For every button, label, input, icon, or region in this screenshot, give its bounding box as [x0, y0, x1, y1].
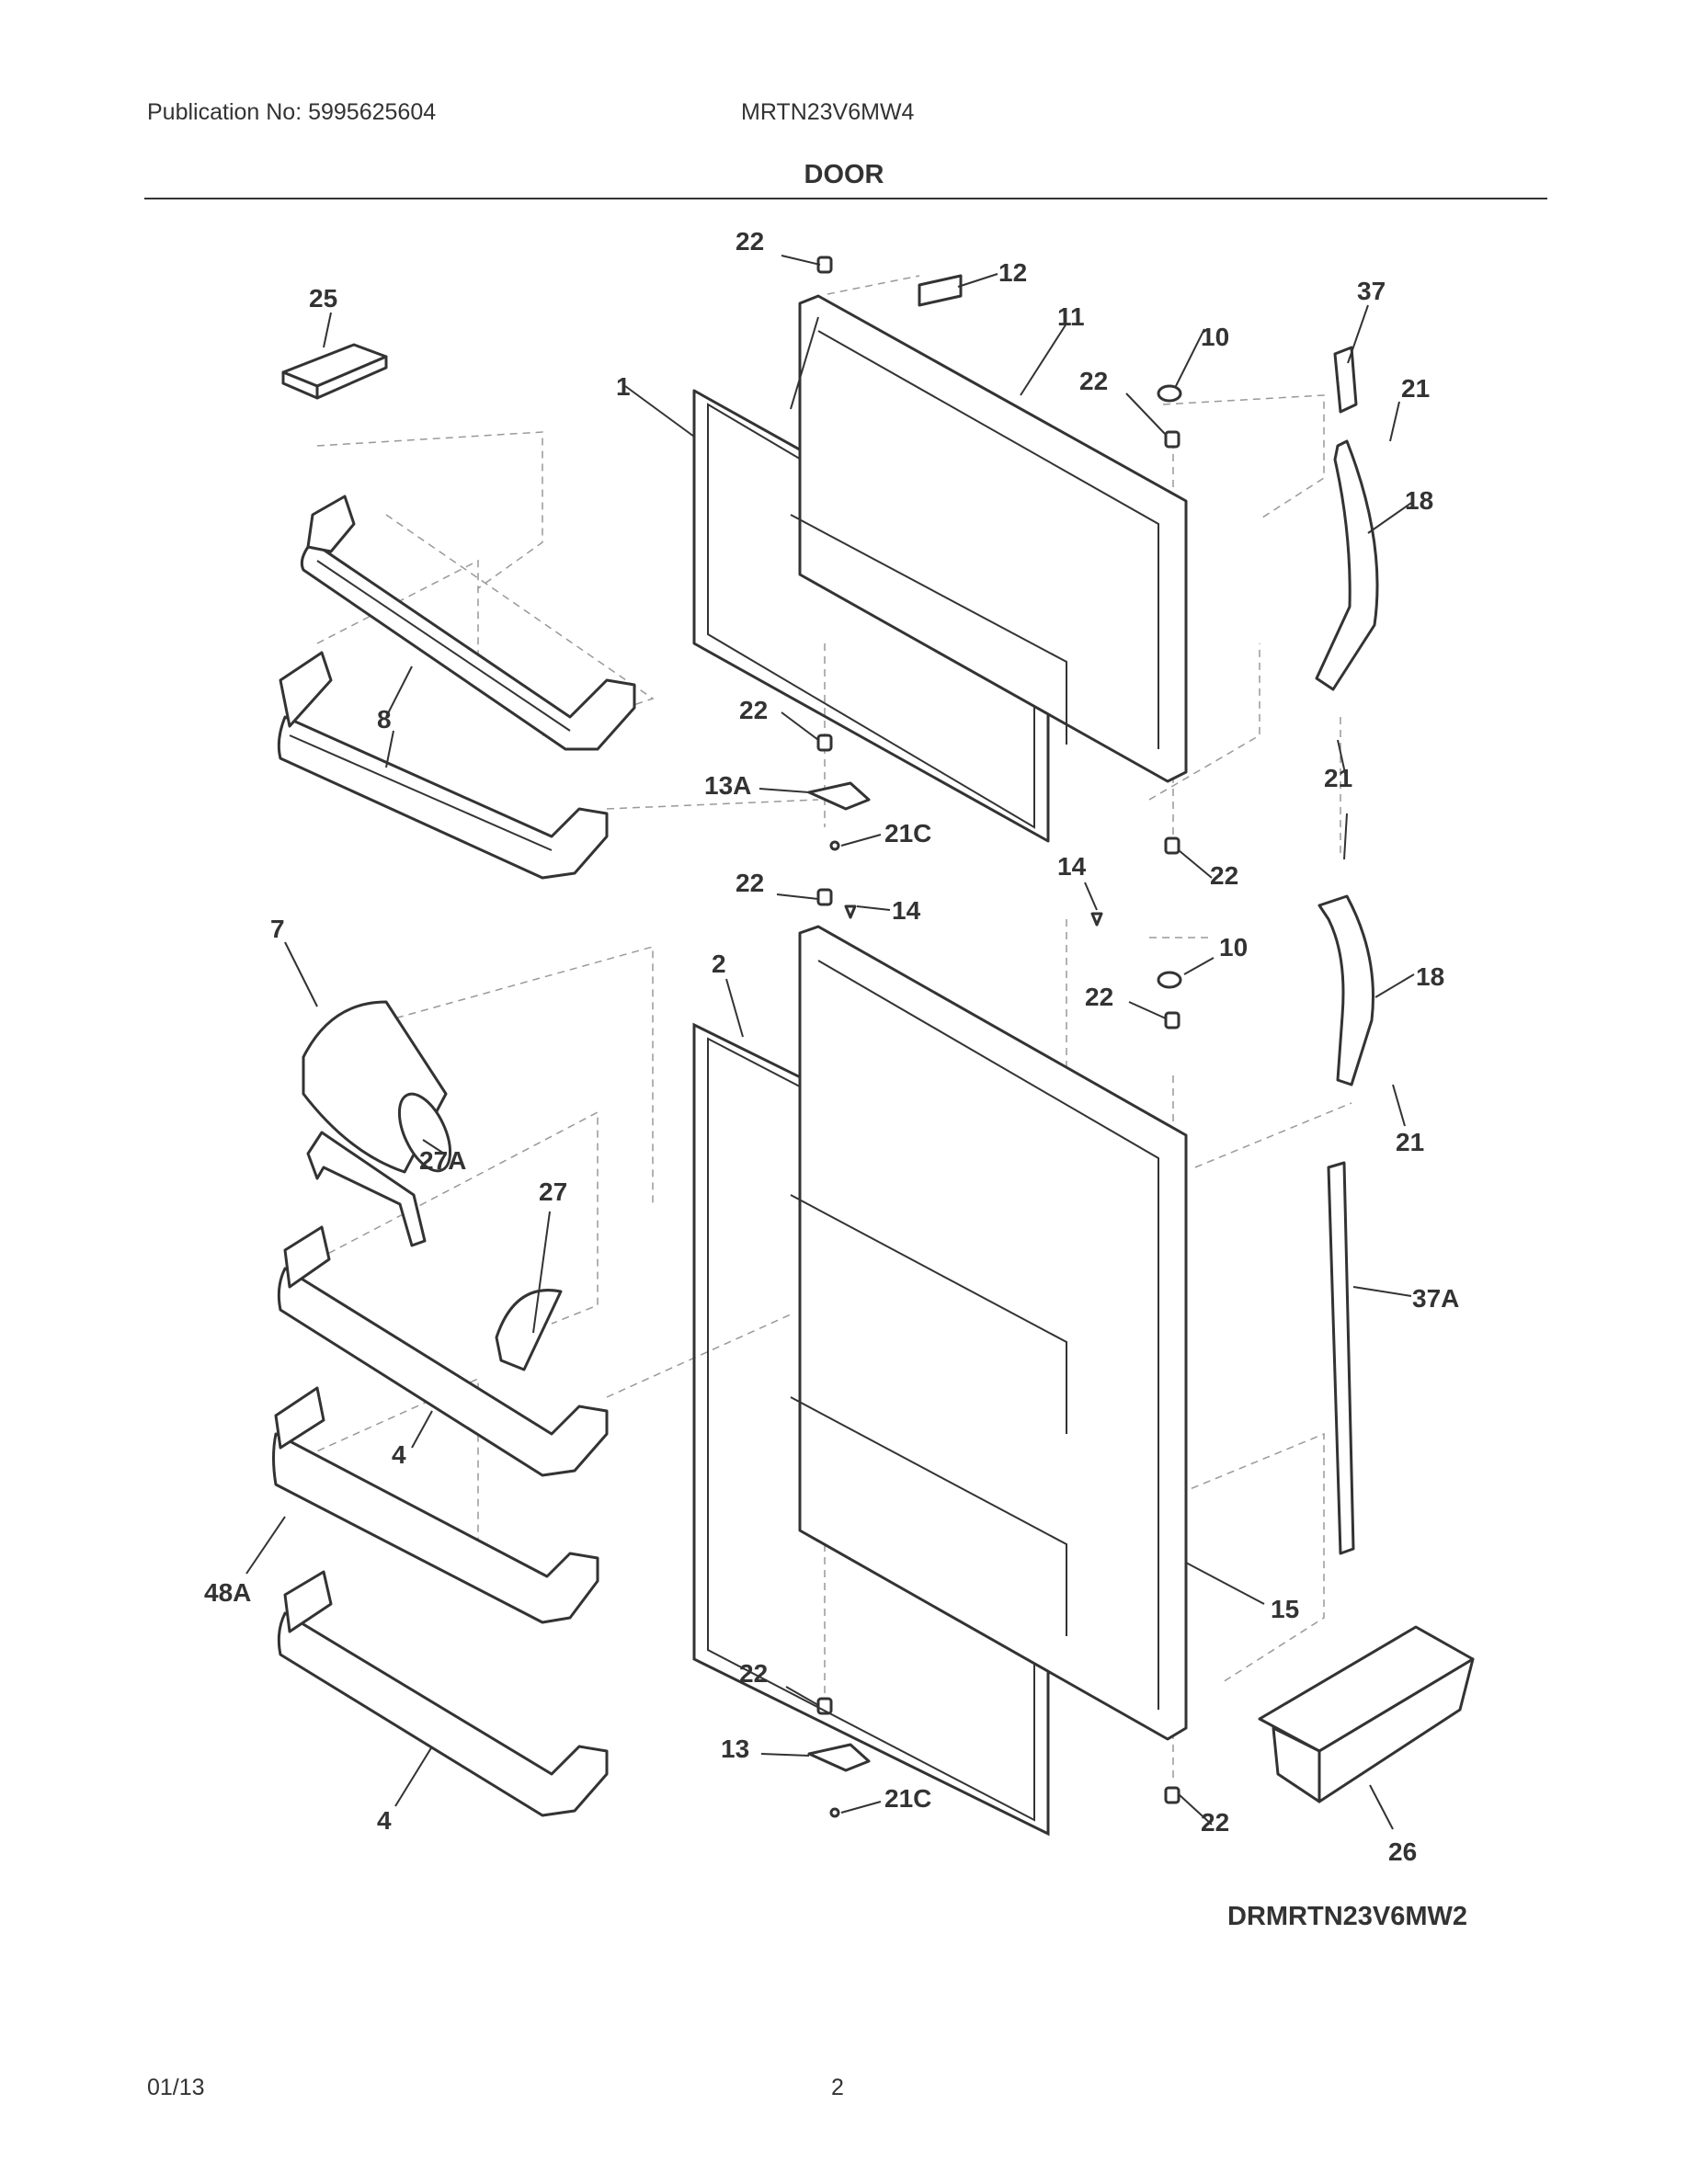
- callout-1: 1: [616, 372, 631, 401]
- callout-14-left: 14: [892, 896, 921, 925]
- part-18-handle-lower: [1317, 894, 1374, 1086]
- part-15-fresh-food-door: [790, 925, 1188, 1741]
- publication-number: Publication No: 5995625604: [147, 99, 437, 125]
- callout-27a: 27A: [419, 1146, 466, 1175]
- callout-4-upper: 4: [392, 1440, 406, 1469]
- callout-4-lower: 4: [377, 1806, 392, 1835]
- callout-37: 37: [1357, 277, 1386, 305]
- callout-21-top: 21: [1401, 374, 1430, 403]
- callout-21-low: 21: [1396, 1128, 1424, 1156]
- section-title: DOOR: [804, 160, 884, 189]
- header-rule: [144, 198, 1547, 199]
- part-48a-shelf: [272, 1386, 599, 1624]
- callout-labels: 22 12 25 11 37 10 1 22 21 18 8 22 13A 21…: [204, 227, 1459, 1866]
- model-number: MRTN23V6MW4: [741, 99, 915, 125]
- callout-27: 27: [539, 1177, 567, 1206]
- fastener-group: [816, 256, 1182, 1818]
- leader-lines: [245, 255, 1415, 1830]
- callout-22-mid-right: 22: [1210, 861, 1238, 890]
- callout-22-mid-left: 22: [736, 869, 764, 897]
- part-11-freezer-door: [790, 294, 1188, 783]
- callout-37a: 37A: [1412, 1284, 1459, 1313]
- part-37a-trim: [1327, 1161, 1355, 1555]
- part-8-shelf-upper: [300, 495, 636, 751]
- callout-10-upper: 10: [1201, 323, 1229, 351]
- part-13a-hinge: [807, 781, 871, 811]
- part-27a-lid: [306, 1131, 427, 1247]
- callout-21-mid: 21: [1324, 764, 1352, 792]
- figure-id: DRMRTN23V6MW2: [1227, 1902, 1468, 1931]
- callout-2: 2: [712, 950, 726, 978]
- callout-13a: 13A: [704, 771, 751, 800]
- part-12-label: [918, 274, 963, 307]
- part-37-handle-cap: [1333, 346, 1358, 414]
- part-27-egg-tray: [495, 1289, 563, 1371]
- part-4-shelf-lower: [277, 1570, 609, 1817]
- callout-10-lower: 10: [1219, 933, 1248, 961]
- callout-22-upper-right: 22: [1079, 367, 1108, 395]
- callout-12: 12: [998, 258, 1027, 287]
- alignment-guides: [293, 275, 1352, 1783]
- callout-48a: 48A: [204, 1578, 251, 1607]
- callout-15: 15: [1271, 1595, 1299, 1623]
- callout-14-right: 14: [1057, 852, 1087, 881]
- callout-7: 7: [270, 915, 285, 943]
- part-18-handle-upper: [1315, 439, 1379, 691]
- callout-22-upper-hinge: 22: [739, 696, 768, 724]
- callout-18-lower: 18: [1416, 962, 1444, 991]
- part-4-shelf-upper: [277, 1225, 609, 1477]
- callout-18-upper: 18: [1405, 486, 1433, 515]
- footer-date: 01/13: [147, 2075, 205, 2100]
- callout-22-top: 22: [736, 227, 764, 256]
- callout-13: 13: [721, 1735, 749, 1763]
- part-25-tray: [281, 343, 388, 400]
- callout-21c-upper: 21C: [884, 819, 931, 847]
- callout-8: 8: [377, 705, 392, 734]
- page-number: 2: [831, 2075, 844, 2100]
- callout-26: 26: [1388, 1837, 1417, 1866]
- part-7-dairy-bin: [302, 1000, 452, 1174]
- callout-25: 25: [309, 284, 337, 313]
- part-8-shelf-lower: [277, 651, 609, 880]
- part-13-hinge: [807, 1743, 871, 1772]
- callout-21c-lower: 21C: [884, 1784, 931, 1813]
- callout-22-bottom-right: 22: [1201, 1808, 1229, 1837]
- callout-22-bottom-hinge: 22: [739, 1659, 768, 1688]
- callout-22-lower-right: 22: [1085, 983, 1113, 1011]
- callout-11: 11: [1057, 302, 1085, 331]
- part-26-crisper-bin: [1258, 1625, 1475, 1803]
